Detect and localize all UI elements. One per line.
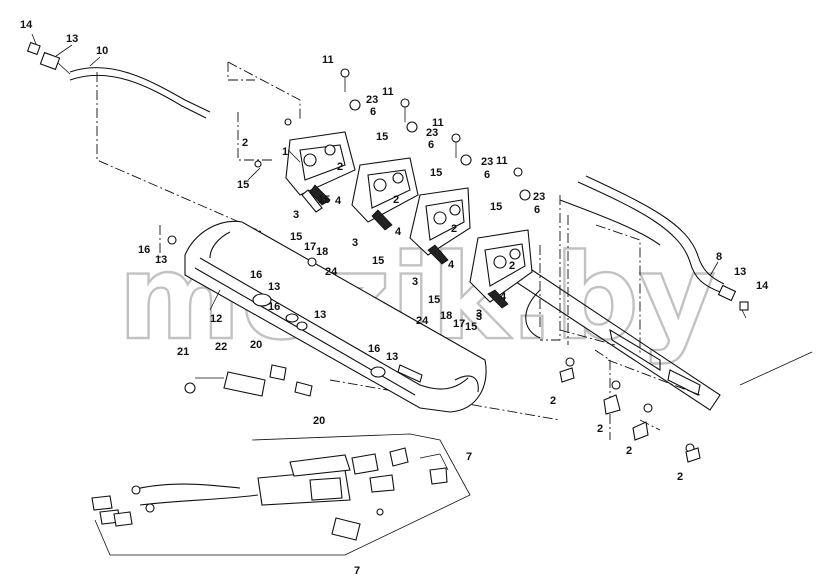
callout-12: 12 <box>210 313 222 325</box>
housing-12 <box>184 220 487 413</box>
lower-left-parts <box>184 364 313 397</box>
callout-14: 14 <box>20 19 33 31</box>
callout-2: 2 <box>509 260 515 272</box>
callout-2: 2 <box>242 137 248 149</box>
callout-18: 18 <box>440 310 452 322</box>
callout-labels: 14 13 10 11 23 6 11 2 15 23 6 11 1 2 15 … <box>20 19 769 577</box>
callout-4: 4 <box>448 259 455 271</box>
callout-15: 15 <box>465 321 477 333</box>
callout-23: 23 <box>481 156 493 168</box>
callout-3: 3 <box>412 276 418 288</box>
callout-16: 16 <box>138 244 150 256</box>
callout-23: 23 <box>533 191 545 203</box>
callout-15: 15 <box>428 294 440 306</box>
callout-2: 2 <box>393 194 399 206</box>
callout-2: 2 <box>597 423 603 435</box>
callout-16: 16 <box>250 269 262 281</box>
callout-21: 21 <box>177 346 189 358</box>
wiring-harness-7 <box>91 433 471 556</box>
callout-6: 6 <box>484 169 490 181</box>
callout-11: 11 <box>496 155 508 167</box>
callout-11: 11 <box>322 54 334 66</box>
callout-24: 24 <box>416 315 429 327</box>
callout-4: 4 <box>395 226 402 238</box>
callout-7: 7 <box>466 451 472 463</box>
callout-4: 4 <box>500 291 507 303</box>
callout-23: 23 <box>426 127 438 139</box>
callout-15: 15 <box>490 201 502 213</box>
callout-10: 10 <box>96 45 108 57</box>
fasteners <box>167 68 701 463</box>
callout-18: 18 <box>316 246 328 258</box>
leader-lines <box>31 33 719 471</box>
cable-8 <box>577 175 749 319</box>
bracket-assembly-4 <box>469 229 533 309</box>
callout-14: 14 <box>756 280 769 292</box>
callout-7: 7 <box>354 565 360 577</box>
callout-11: 11 <box>382 86 394 98</box>
callout-15: 15 <box>376 131 388 143</box>
bracket-assembly-2 <box>351 157 419 231</box>
callout-23: 23 <box>366 94 378 106</box>
callout-13: 13 <box>734 266 746 278</box>
callout-1: 1 <box>282 146 288 158</box>
callout-15: 15 <box>237 179 249 191</box>
callout-3: 3 <box>476 308 482 320</box>
callout-13: 13 <box>66 33 78 45</box>
callout-3: 3 <box>352 237 358 249</box>
bracket-assembly-1 <box>285 131 356 213</box>
bracket-assembly-3 <box>409 187 471 265</box>
callout-13: 13 <box>268 281 280 293</box>
cable-10 <box>26 41 211 119</box>
callout-20: 20 <box>313 415 325 427</box>
callout-6: 6 <box>428 139 434 151</box>
callout-15: 15 <box>318 194 330 206</box>
callout-13: 13 <box>386 351 398 363</box>
callout-6: 6 <box>534 204 540 216</box>
callout-16: 16 <box>368 343 380 355</box>
callout-2: 2 <box>451 223 457 235</box>
callout-8: 8 <box>716 251 722 263</box>
callout-13: 13 <box>155 254 167 266</box>
callout-15: 15 <box>290 231 302 243</box>
callout-2: 2 <box>337 161 343 173</box>
callout-15: 15 <box>372 255 384 267</box>
callout-2: 2 <box>626 445 632 457</box>
callout-17: 17 <box>453 318 465 330</box>
mount-bar <box>509 199 813 411</box>
callout-13: 13 <box>314 309 326 321</box>
callout-3: 3 <box>476 311 482 323</box>
callout-15: 15 <box>430 167 442 179</box>
callout-4: 4 <box>335 195 342 207</box>
callout-11: 11 <box>432 117 444 129</box>
callout-3: 3 <box>293 209 299 221</box>
assembly-boundary-lines <box>96 61 701 440</box>
callout-16: 16 <box>268 301 280 313</box>
callout-22: 22 <box>215 341 227 353</box>
callout-24: 24 <box>325 266 338 278</box>
callout-17: 17 <box>304 241 316 253</box>
callout-20: 20 <box>250 339 262 351</box>
callout-6: 6 <box>370 106 376 118</box>
callout-2: 2 <box>677 471 683 483</box>
callout-2: 2 <box>550 395 556 407</box>
